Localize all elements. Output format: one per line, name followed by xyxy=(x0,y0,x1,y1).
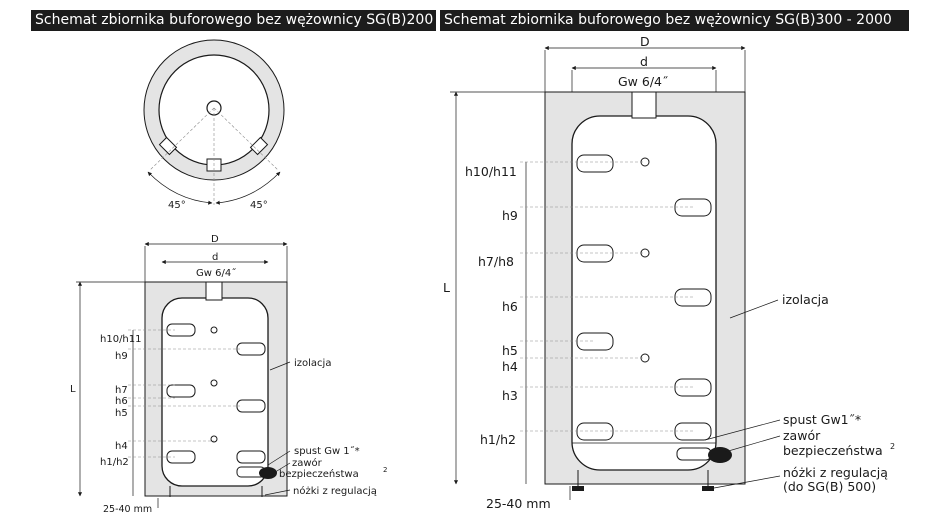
right-h5-label: h5 xyxy=(502,343,518,358)
right-side-view: D d Gw 6/4˝ L xyxy=(443,34,895,511)
angle-left-label: 45° xyxy=(168,200,186,211)
left-h10-label: h10/h11 xyxy=(100,334,142,345)
right-h3-label: h3 xyxy=(502,388,518,403)
left-spust-label: spust Gw 1˝* xyxy=(294,445,360,457)
right-h9-label: h9 xyxy=(502,208,518,223)
right-spust-label: spust Gw1˝* xyxy=(783,412,861,427)
left-h5-label: h5 xyxy=(115,408,128,419)
left-dim-d: d xyxy=(212,252,218,263)
right-h7-label: h7/h8 xyxy=(478,254,514,269)
left-ports xyxy=(166,323,277,479)
right-dim-D: D xyxy=(640,34,650,49)
right-zawor-label: zawór xyxy=(783,428,821,443)
right-dim-L: L xyxy=(443,280,450,295)
left-gap-label: 25-40 mm xyxy=(103,504,152,515)
left-izolacja-label: izolacja xyxy=(294,358,331,369)
right-nozki-sub-label: (do SG(B) 500) xyxy=(783,479,876,494)
left-h1-label: h1/h2 xyxy=(100,457,129,468)
right-h10-label: h10/h11 xyxy=(465,164,517,179)
left-dim-D: D xyxy=(211,234,219,245)
right-h4-label: h4 xyxy=(502,359,518,374)
right-nozki-label: nóżki z regulacją xyxy=(783,465,888,480)
left-bezpieczenstwa-label: bezpieczeństwa xyxy=(279,468,359,480)
left-h4-label: h4 xyxy=(115,441,128,452)
right-zawor-sup: 2 xyxy=(890,442,895,451)
left-h9-label: h9 xyxy=(115,351,128,362)
port-left xyxy=(166,323,196,337)
left-dim-L: L xyxy=(70,384,76,395)
right-h1-label: h1/h2 xyxy=(480,432,516,447)
right-ports xyxy=(576,154,732,463)
right-bezpieczenstwa-label: bezpieczeństwa xyxy=(783,443,883,458)
left-nozki-label: nóżki z regulacją xyxy=(293,485,377,497)
left-height-markers xyxy=(128,329,240,496)
left-side-view: D d Gw 6/4˝ L xyxy=(70,234,387,515)
right-height-markers xyxy=(520,161,693,484)
angle-right-label: 45° xyxy=(250,200,268,211)
title-right: Schemat zbiornika buforowego bez wężowni… xyxy=(440,10,909,31)
left-zawor-sup: 2 xyxy=(383,466,387,474)
top-view: 45° 45° xyxy=(143,39,285,211)
right-gap-label: 25-40 mm xyxy=(486,496,551,511)
right-h6-label: h6 xyxy=(502,299,518,314)
left-zawor-label: zawór xyxy=(292,457,323,469)
left-h6-label: h6 xyxy=(115,396,128,407)
left-h7-label: h7 xyxy=(115,385,128,396)
right-dim-d: d xyxy=(640,54,648,69)
right-izolacja-label: izolacja xyxy=(782,292,829,307)
title-left: Schemat zbiornika buforowego bez wężowni… xyxy=(31,10,436,31)
left-dim-gw: Gw 6/4˝ xyxy=(196,267,236,279)
right-dim-gw: Gw 6/4˝ xyxy=(618,74,668,89)
